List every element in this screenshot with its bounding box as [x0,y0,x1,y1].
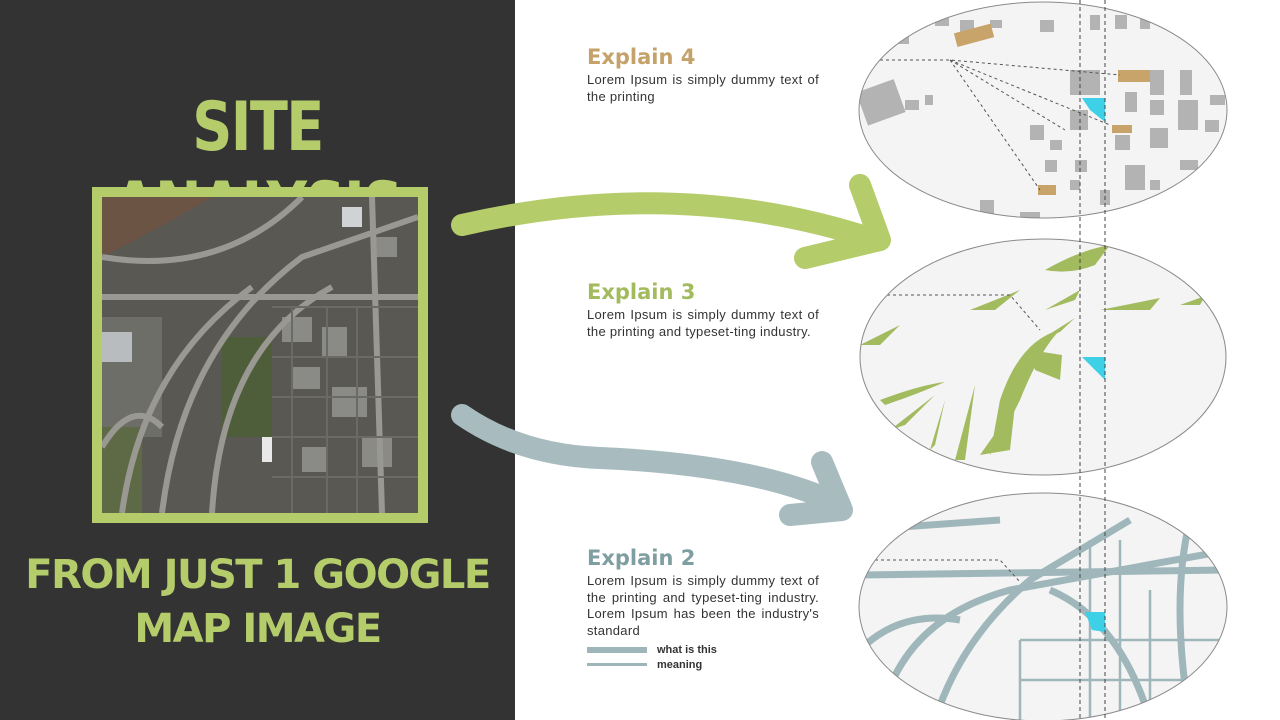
legend-item: meaning [587,657,819,672]
explain-4-heading: Explain 4 [587,45,696,69]
green-arrow-head [794,174,891,269]
explain-4: Explain 4 Lorem Ipsum is simply dummy te… [587,44,819,105]
satellite-image-frame [92,187,428,523]
legend-label: meaning [657,658,703,671]
legend-label: what is this [657,643,717,656]
explain-3-text: Lorem Ipsum is simply dummy text of the … [587,307,819,339]
legend-thick-line [587,646,647,653]
gray-arrow [451,404,851,516]
legend: what is this meaning [587,642,819,672]
explain-3-heading: Explain 3 [587,280,696,304]
explain-4-text: Lorem Ipsum is simply dummy text of the … [587,72,819,104]
satellite-image [102,197,418,513]
green-spaces-map [860,239,1226,475]
explain-2-heading: Explain 2 [587,546,696,570]
gray-arrow-head [779,451,853,526]
legend-item: what is this [587,642,819,657]
buildings-map [859,2,1227,218]
green-arrow [451,192,886,251]
explain-3: Explain 3 Lorem Ipsum is simply dummy te… [587,279,819,340]
explain-2: Explain 2 Lorem Ipsum is simply dummy te… [587,545,819,672]
subtitle: FROM JUST 1 GOOGLE MAP IMAGE [25,552,491,652]
explain-2-text: Lorem Ipsum is simply dummy text of the … [587,573,819,638]
legend-thin-line [587,663,647,666]
